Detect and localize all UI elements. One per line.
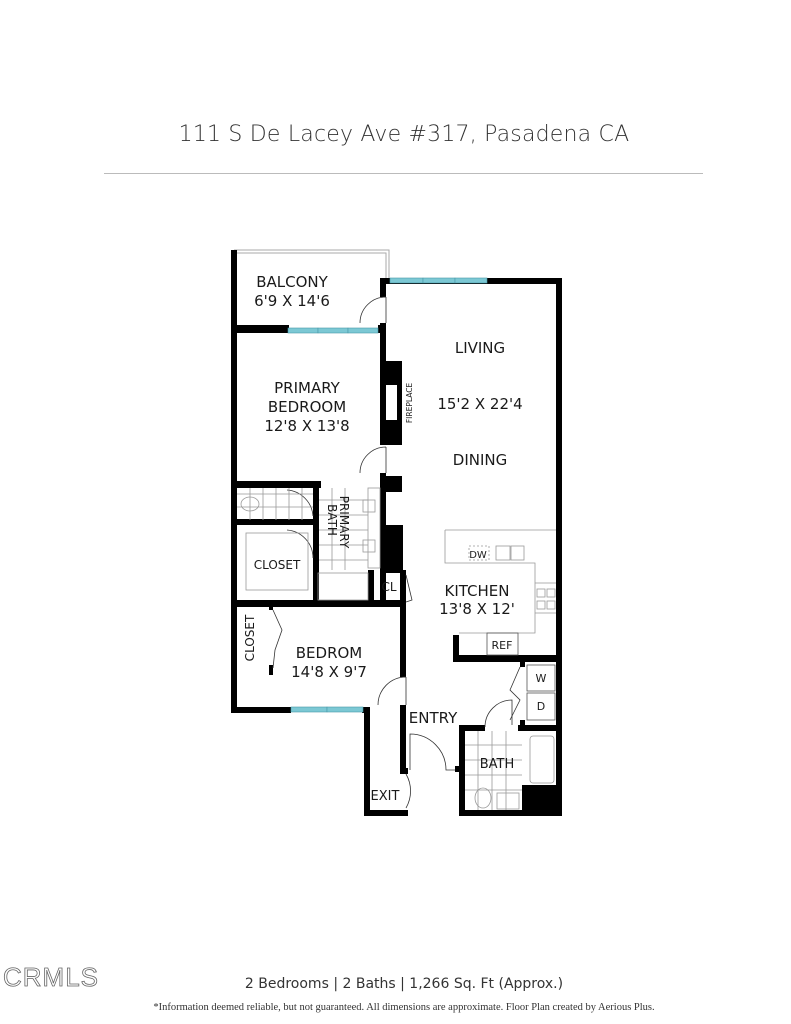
windows <box>287 277 488 713</box>
room-label-primary-bedroom: PRIMARY <box>274 379 341 397</box>
page-title: 111 S De Lacey Ave #317, Pasadena CA <box>178 122 630 147</box>
room-label-dining: DINING <box>453 451 507 469</box>
room-label-bedroom: BEDROM <box>296 644 363 662</box>
sink-icon <box>362 499 376 513</box>
room-label-cl: CL <box>381 580 396 594</box>
fixtures <box>237 487 556 810</box>
toilet-icon <box>240 496 260 512</box>
room-label-exit: EXIT <box>371 789 400 804</box>
property-summary: 2 Bedrooms | 2 Baths | 1,266 Sq. Ft (App… <box>244 976 564 992</box>
label-fireplace: FIREPLACE <box>405 383 414 424</box>
room-label-living: LIVING <box>455 339 505 357</box>
room-dims-primary-bedroom: 12'8 X 13'8 <box>264 417 349 435</box>
doors <box>272 296 521 809</box>
sink-icon <box>362 539 376 553</box>
room-label-kitchen: KITCHEN <box>445 582 510 600</box>
stove-icon <box>536 588 556 610</box>
fireplace-opening <box>386 385 397 420</box>
divider <box>104 173 703 174</box>
room-dims-kitchen: 13'8 X 12' <box>439 600 515 618</box>
disclaimer: *Information deemed reliable, but not gu… <box>153 1002 655 1013</box>
room-label-primary-bedroom-2: BEDROOM <box>268 398 346 416</box>
room-label-bath: BATH <box>480 757 515 772</box>
room-label-primary-bath: PRIMARY <box>337 496 351 549</box>
sink-icon <box>495 545 511 561</box>
room-label-primary-bath-2: BATH <box>325 504 339 536</box>
label-dryer: D <box>537 700 545 713</box>
room-label-closet: CLOSET <box>254 558 301 572</box>
sink-icon <box>496 792 520 810</box>
balcony-railing <box>234 249 390 279</box>
label-washer: W <box>536 672 547 685</box>
walls <box>231 250 562 816</box>
dishwasher-icon <box>468 545 490 561</box>
room-label-entry: ENTRY <box>409 709 458 727</box>
room-dims-balcony: 6'9 X 14'6 <box>254 292 330 310</box>
room-dims-bedroom: 14'8 X 9'7 <box>291 663 367 681</box>
crmls-logo: CRMLS <box>3 962 100 993</box>
bathtub-icon <box>529 735 555 784</box>
toilet-icon <box>474 787 492 809</box>
room-label-balcony: BALCONY <box>256 273 328 291</box>
label-dw: DW <box>469 550 487 561</box>
label-ref: REF <box>492 639 513 652</box>
room-dims-living: 15'2 X 22'4 <box>437 395 522 413</box>
room-label-closet-bedroom: CLOSET <box>243 614 257 661</box>
